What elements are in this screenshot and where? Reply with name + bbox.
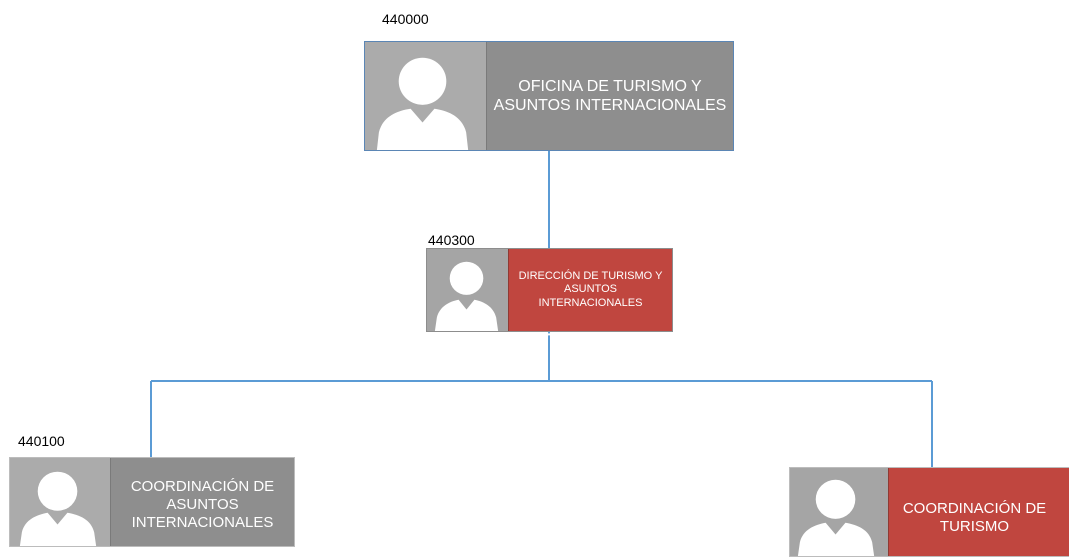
person-placeholder-icon <box>365 42 487 150</box>
person-placeholder-icon <box>427 249 509 331</box>
node-title-top: OFICINA DE TURISMO Y ASUNTOS INTERNACION… <box>493 77 727 114</box>
person-placeholder-icon <box>10 458 111 546</box>
node-code-mid: 440300 <box>428 232 475 248</box>
node-title-mid: DIRECCIÓN DE TURISMO Y ASUNTOS INTERNACI… <box>518 270 663 309</box>
node-title-right: COORDINACIÓN DE TURISMO <box>902 500 1047 535</box>
node-code-top: 440000 <box>382 11 429 27</box>
org-node-top[interactable]: OFICINA DE TURISMO Y ASUNTOS INTERNACION… <box>364 41 734 151</box>
org-node-right[interactable]: COORDINACIÓN DE TURISMO <box>789 467 1069 557</box>
org-node-mid[interactable]: DIRECCIÓN DE TURISMO Y ASUNTOS INTERNACI… <box>426 248 673 332</box>
node-code-left: 440100 <box>18 433 65 449</box>
org-node-left[interactable]: COORDINACIÓN DE ASUNTOS INTERNACIONALES <box>9 457 295 547</box>
node-title-left: COORDINACIÓN DE ASUNTOS INTERNACIONALES <box>130 478 275 531</box>
